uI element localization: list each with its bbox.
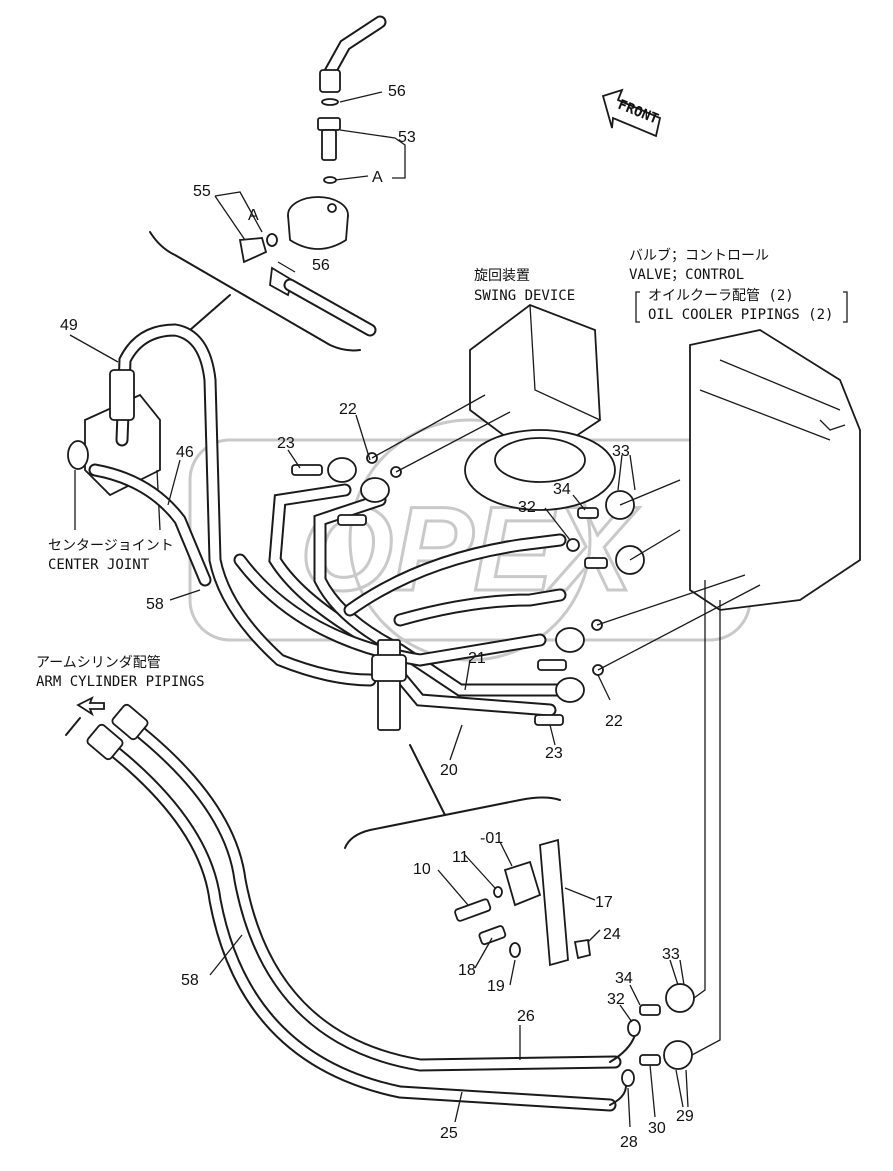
callout-20: 20 — [440, 762, 458, 779]
flanges-bolts — [291, 394, 761, 726]
callout-34-top: 34 — [553, 481, 571, 498]
ref-a-left: A — [248, 207, 259, 224]
ref-a-top: A — [372, 169, 383, 186]
callout-58-bottom: 58 — [181, 972, 199, 989]
front-arrow: FRONT — [601, 88, 662, 138]
callout-32-top: 32 — [518, 499, 536, 516]
swing-device-en: SWING DEVICE — [474, 288, 575, 304]
callout-33-top: 33 — [612, 443, 630, 460]
callout-19: 19 — [487, 978, 505, 995]
callout-26: 26 — [517, 1008, 535, 1025]
callout-33-bottom: 33 — [662, 946, 680, 963]
center-joint-jp: センタージョイント — [48, 538, 174, 554]
callout-55: 55 — [193, 183, 211, 200]
leader-detail-bottom — [409, 744, 446, 816]
callout-22-bottom: 22 — [605, 713, 623, 730]
callout-10: 10 — [413, 861, 431, 878]
lower-fittings — [621, 580, 721, 1087]
oil-cooler-en: OIL COOLER PIPINGS (2) — [648, 307, 833, 323]
callout-28: 28 — [620, 1134, 638, 1151]
callout-56-mid: 56 — [312, 257, 330, 274]
callout-49: 49 — [60, 317, 78, 334]
labels: 旋回装置 SWING DEVICE バルブ；コントロール VALVE；CONTR… — [36, 169, 833, 690]
leader-detail-top — [189, 294, 231, 331]
callout-30: 30 — [648, 1120, 666, 1137]
swing-device — [464, 303, 616, 511]
callout-24: 24 — [603, 926, 621, 943]
callout-58-top: 58 — [146, 596, 164, 613]
arm-cylinder-jp: アームシリンダ配管 — [36, 655, 161, 671]
valve-jp: バルブ；コントロール — [629, 247, 769, 264]
callout-23-top: 23 — [277, 435, 295, 452]
arm-cylinder-en: ARM CYLINDER PIPINGS — [36, 674, 205, 690]
callout-21: 21 — [468, 650, 486, 667]
arm-bracket — [65, 717, 81, 736]
callout-18: 18 — [458, 962, 476, 979]
callout-46: 46 — [176, 444, 194, 461]
callout-22-top: 22 — [339, 401, 357, 418]
clamp-detail — [454, 838, 591, 967]
valve-bracket-right — [843, 291, 848, 323]
callout-56-top: 56 — [388, 83, 406, 100]
detail-bracket-top — [149, 231, 361, 352]
callout-29: 29 — [676, 1108, 694, 1125]
valve-en: VALVE；CONTROL — [629, 267, 744, 283]
valve-bracket-left — [635, 291, 640, 323]
swing-device-jp: 旋回装置 — [474, 268, 530, 284]
callout-23-bottom: 23 — [545, 745, 563, 762]
callouts: 56 53 55 56 49 22 23 46 32 34 33 58 21 2… — [60, 83, 694, 1151]
center-joint-en: CENTER JOINT — [48, 557, 150, 573]
detail-bracket-bottom — [344, 796, 561, 849]
pipes-20-21 — [233, 483, 572, 731]
arm-cylinder-hoses — [86, 703, 636, 1112]
callout-17: 17 — [595, 894, 613, 911]
callout-34-bottom: 34 — [615, 970, 633, 987]
leader-lines — [69, 91, 689, 1128]
callout-01: -01 — [480, 830, 503, 847]
hose-49-46 — [88, 323, 377, 687]
callout-32-bottom: 32 — [607, 991, 625, 1008]
callout-53: 53 — [398, 129, 416, 146]
top-hose-assembly — [238, 15, 387, 337]
callout-11: 11 — [452, 849, 469, 866]
callout-25: 25 — [440, 1125, 458, 1142]
arm-arrow — [76, 696, 105, 717]
oil-cooler-jp: オイルクーラ配管 (2) — [648, 288, 794, 304]
control-valve — [689, 329, 861, 611]
